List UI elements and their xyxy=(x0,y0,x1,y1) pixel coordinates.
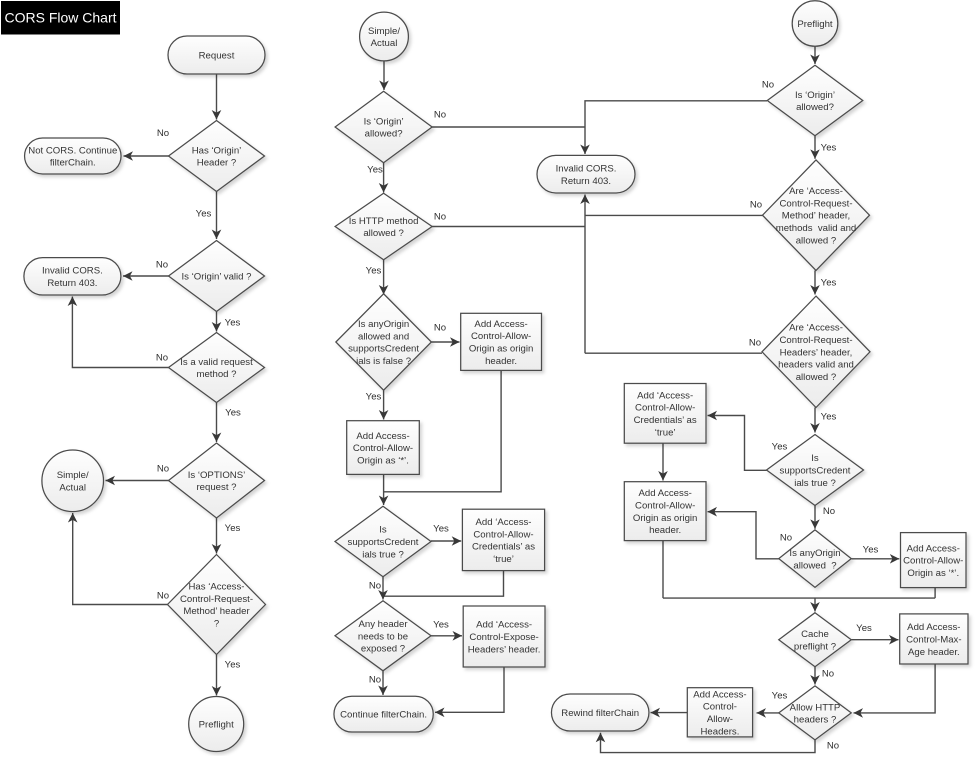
svg-text:Is ‘OPTIONS’request ?: Is ‘OPTIONS’request ? xyxy=(188,470,246,493)
svg-text:Add ‘Access-Control-Allow-Cred: Add ‘Access-Control-Allow-Credentials’ a… xyxy=(472,517,535,565)
svg-text:Has ‘Access-Control-Request-Me: Has ‘Access-Control-Request-Method’ head… xyxy=(180,582,253,630)
svg-text:No: No xyxy=(156,260,168,271)
svg-text:No: No xyxy=(434,323,446,334)
svg-text:No: No xyxy=(827,741,839,752)
svg-text:No: No xyxy=(822,669,834,680)
svg-text:Yes: Yes xyxy=(367,165,383,176)
svg-text:Yes: Yes xyxy=(821,278,837,289)
svg-text:Yes: Yes xyxy=(863,545,879,556)
svg-text:Are ‘Access-Control-Request-Me: Are ‘Access-Control-Request-Method’ head… xyxy=(776,186,857,246)
svg-text:Yes: Yes xyxy=(225,408,241,419)
svg-text:No: No xyxy=(369,675,381,686)
svg-text:Yes: Yes xyxy=(433,620,449,631)
svg-text:Yes: Yes xyxy=(366,392,382,403)
svg-text:No: No xyxy=(157,591,169,602)
svg-text:Is ‘Origin’ valid ?: Is ‘Origin’ valid ? xyxy=(181,272,251,283)
svg-text:Yes: Yes xyxy=(772,691,788,702)
svg-text:Invalid CORS.Return 403.: Invalid CORS.Return 403. xyxy=(556,164,617,187)
svg-text:No: No xyxy=(434,110,446,121)
svg-text:Has ‘Origin’Header ?: Has ‘Origin’Header ? xyxy=(192,145,242,168)
svg-text:Yes: Yes xyxy=(821,412,837,423)
svg-text:Yes: Yes xyxy=(225,523,241,534)
svg-text:No: No xyxy=(750,200,762,211)
svg-text:No: No xyxy=(780,533,792,544)
svg-text:Preflight: Preflight xyxy=(199,720,235,731)
svg-text:Yes: Yes xyxy=(856,623,872,634)
svg-text:Invalid CORS.Return 403.: Invalid CORS.Return 403. xyxy=(42,266,103,289)
svg-text:Request: Request xyxy=(199,51,235,62)
svg-text:No: No xyxy=(749,338,761,349)
svg-text:Yes: Yes xyxy=(225,660,241,671)
svg-text:Is ‘Origin’allowed?: Is ‘Origin’allowed? xyxy=(795,90,835,113)
svg-text:No: No xyxy=(434,212,446,223)
svg-text:Yes: Yes xyxy=(772,442,788,453)
svg-text:Yes: Yes xyxy=(433,524,449,535)
svg-text:Yes: Yes xyxy=(821,143,837,154)
svg-text:Add Access-Control-Max-Age hea: Add Access-Control-Max-Age header. xyxy=(906,622,961,658)
svg-text:Add Access-Control-Allow-Origi: Add Access-Control-Allow-Origin as ‘*’. xyxy=(353,431,413,467)
svg-text:Yes: Yes xyxy=(366,266,382,277)
svg-text:Is ‘Origin’allowed?: Is ‘Origin’allowed? xyxy=(364,116,404,139)
svg-text:Add Access-Control-Allow-Origi: Add Access-Control-Allow-Origin as origi… xyxy=(469,319,534,367)
svg-text:Add Access-Control-Allow-Heade: Add Access-Control-Allow-Headers. xyxy=(693,689,746,737)
svg-text:Are ‘Access-Control-Request-He: Are ‘Access-Control-Request-Headers’ hea… xyxy=(778,323,854,383)
svg-text:Yes: Yes xyxy=(196,209,212,220)
svg-text:No: No xyxy=(369,581,381,592)
svg-text:Simple/Actual: Simple/Actual xyxy=(368,26,400,49)
svg-text:Add Access-Control-Allow-Origi: Add Access-Control-Allow-Origin as origi… xyxy=(633,488,698,536)
svg-text:Continue filterChain.: Continue filterChain. xyxy=(340,710,427,721)
svg-text:No: No xyxy=(157,464,169,475)
svg-text:Add ‘Access-Control-Expose-Hea: Add ‘Access-Control-Expose-Headers’ head… xyxy=(468,620,541,656)
svg-text:No: No xyxy=(823,506,835,517)
svg-text:Yes: Yes xyxy=(225,318,241,329)
svg-text:Rewind filterChain: Rewind filterChain xyxy=(561,708,639,719)
svg-text:No: No xyxy=(762,80,774,91)
svg-text:Simple/Actual: Simple/Actual xyxy=(57,470,89,493)
svg-text:Preflight: Preflight xyxy=(797,19,833,30)
svg-text:Add Access-Control-Allow-Origi: Add Access-Control-Allow-Origin as ‘*’. xyxy=(903,543,963,579)
svg-text:No: No xyxy=(156,353,168,364)
svg-text:CORS Flow Chart: CORS Flow Chart xyxy=(4,10,116,26)
svg-text:Add ‘Access-Control-Allow-Cred: Add ‘Access-Control-Allow-Credentials’ a… xyxy=(634,390,697,438)
svg-text:No: No xyxy=(157,128,169,139)
